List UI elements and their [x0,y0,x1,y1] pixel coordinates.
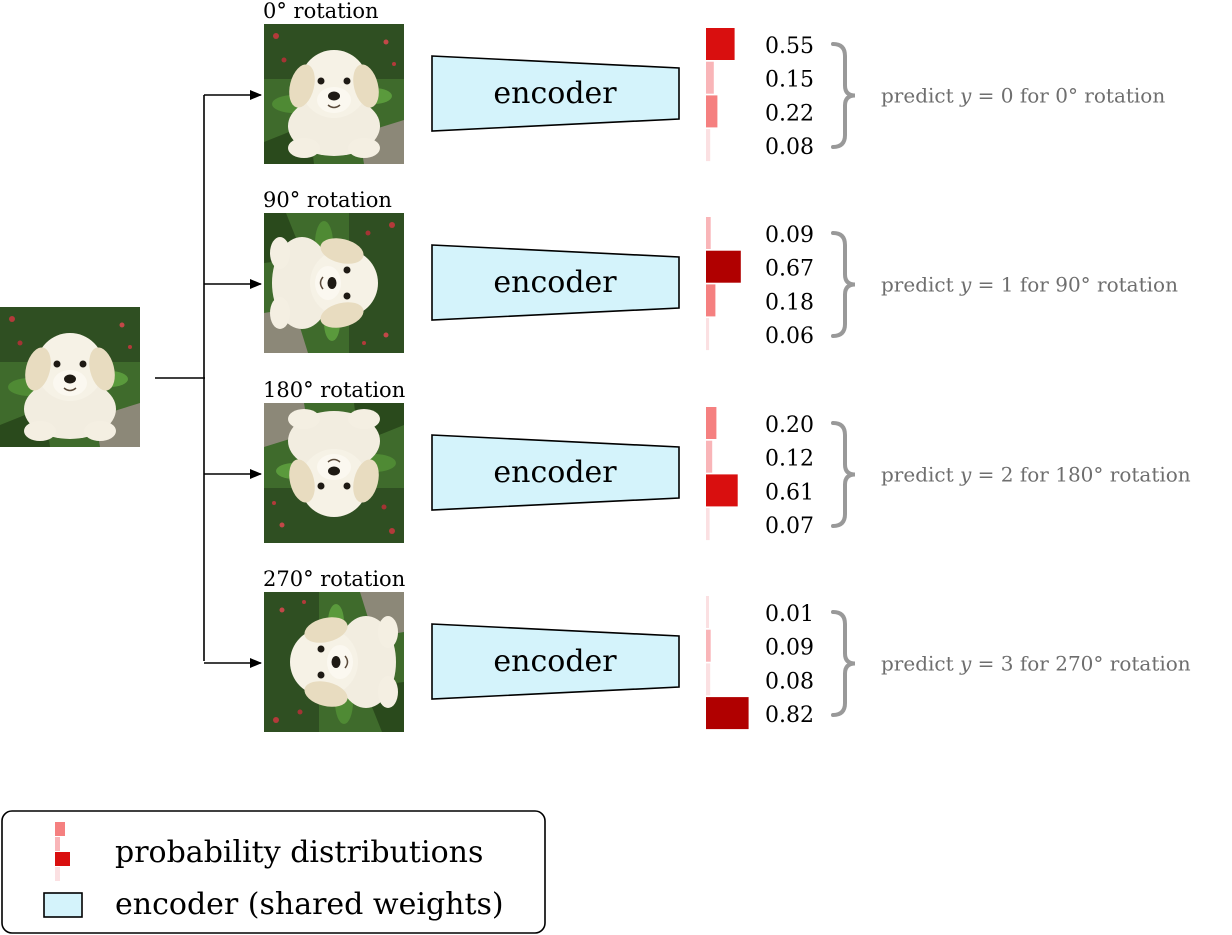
rotated-image [263,23,405,165]
prob-value: 0.61 [765,480,814,505]
encoder-label: encoder [493,265,617,300]
curly-brace [831,421,856,528]
encoder-block [431,55,680,132]
prediction-text: predict y = 0 for 0° rotation [881,84,1165,108]
prob-value: 0.82 [765,703,814,728]
prob-bar [706,217,711,249]
prob-value: 0.12 [765,447,814,472]
encoder-block [431,434,680,511]
prob-bar [706,440,713,473]
prob-bar [706,474,738,507]
prob-value: 0.09 [765,636,814,661]
prob-bar [706,61,714,94]
rotated-image [263,212,405,354]
branch-3: 270° rotation encoder 0.01 0.09 0.08 0.82 pred… [204,567,1191,733]
original-puppy-image [0,306,141,448]
rotation-label: 90° rotation [263,188,392,212]
prob-bar [706,95,718,128]
prob-bar [706,250,741,283]
branch-0: 0° rotation encoder 0.55 0.15 0.22 0.08 predic… [204,0,1165,165]
prob-value: 0.15 [765,68,814,93]
prob-bar [706,596,709,628]
prob-value: 0.18 [765,290,814,315]
prob-value: 0.09 [765,223,814,248]
prediction-text: predict y = 1 for 90° rotation [881,273,1178,297]
curly-brace [831,42,856,149]
branch-connectors [155,95,205,661]
legend-frame [1,810,546,934]
curly-brace [831,231,856,338]
prob-bar [706,284,716,317]
prob-value: 0.67 [765,257,814,282]
prob-value: 0.01 [765,602,814,627]
legend-encoder-swatch [43,892,83,918]
legend: probability distributions encoder (share… [1,810,546,934]
encoder-block [431,244,680,321]
prob-value: 0.06 [765,324,814,349]
legend-prob-label: probability distributions [115,835,483,870]
prob-value: 0.20 [765,413,814,438]
prob-bar [706,318,710,351]
prediction-text: predict y = 3 for 270° rotation [881,652,1191,676]
branch-2: 180° rotation encoder 0.20 0.12 0.61 0.07 pred… [204,378,1191,544]
legend-prob-icon [55,822,70,881]
prob-bar [706,508,710,541]
prob-value: 0.08 [765,669,814,694]
prob-bar [706,28,735,60]
prob-bar [706,663,711,696]
prob-bar [706,697,749,730]
prob-value: 0.55 [765,34,814,59]
legend-encoder-label: encoder (shared weights) [115,887,504,922]
prob-bar [706,129,711,162]
encoder-label: encoder [493,76,617,111]
prediction-text: predict y = 2 for 180° rotation [881,463,1191,487]
prob-value: 0.08 [765,135,814,160]
rotated-image [263,402,405,544]
prob-value: 0.07 [765,514,814,539]
curly-brace [831,610,856,717]
prob-bar [706,629,711,662]
prob-bar [706,407,717,439]
encoder-label: encoder [493,455,617,490]
rotation-label: 270° rotation [263,567,405,591]
encoder-label: encoder [493,644,617,679]
rotation-label: 0° rotation [263,0,379,23]
prob-value: 0.22 [765,101,814,126]
branch-1: 90° rotation encoder 0.09 0.67 0.18 0.06 predi… [204,188,1178,354]
rotation-label: 180° rotation [263,378,405,402]
encoder-block [431,623,680,700]
rotated-image [263,591,405,733]
